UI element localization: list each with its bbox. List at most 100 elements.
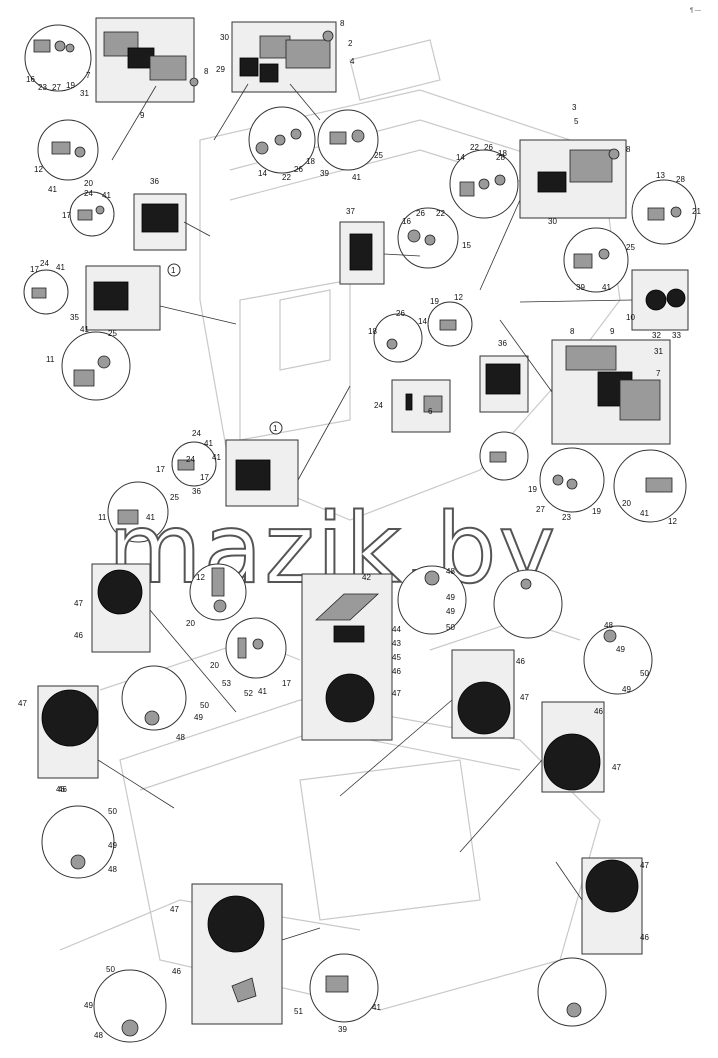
horn-box-10-32-33 <box>631 269 689 331</box>
bubble-14-22-26-18 <box>248 106 316 174</box>
part-number-label: 24 <box>374 401 383 410</box>
callout-ref-1-a: 1 <box>167 263 181 277</box>
headlamp-box-47-46-bottom-right <box>581 857 643 955</box>
part-number-label: 48 <box>94 1031 103 1040</box>
part-number-label: 26 <box>294 165 303 174</box>
part-number-label: 18 <box>306 157 315 166</box>
part-number-label: 47 <box>170 905 179 914</box>
part-number-label: 22 <box>436 209 445 218</box>
part-number-label: 12 <box>34 165 43 174</box>
lamp-box-35 <box>85 265 161 331</box>
part-number-label: 48 <box>176 733 185 742</box>
part-number-label: 50 <box>106 965 115 974</box>
part-number-label: 12 <box>454 293 463 302</box>
part-number-label: 22 <box>470 143 479 152</box>
part-number-label: 33 <box>672 331 681 340</box>
part-number-label: 11 <box>46 355 55 364</box>
part-number-label: 24 <box>84 189 93 198</box>
part-number-label: 41 <box>56 263 65 272</box>
part-number-label: 14 <box>258 169 267 178</box>
bubble-11-41-25 <box>61 331 131 401</box>
part-number-label: 11 <box>98 513 107 522</box>
part-number-label: 17 <box>282 679 291 688</box>
part-number-label: 8 <box>570 327 575 336</box>
part-number-label: 47 <box>74 599 83 608</box>
part-number-label: 16 <box>402 217 411 226</box>
part-number-label: 8 <box>626 145 631 154</box>
top-left-bolt-bubble <box>24 24 92 92</box>
part-number-label: 39 <box>338 1025 347 1034</box>
part-number-label: 32 <box>652 331 661 340</box>
bubble-16-26-22-15 <box>397 207 459 269</box>
part-number-label: 49 <box>616 645 625 654</box>
bubble-48-49-50-49-upper-right <box>493 569 563 639</box>
part-number-label: 30 <box>548 217 557 226</box>
part-number-label: 46 <box>594 707 603 716</box>
part-number-label: 41 <box>80 325 89 334</box>
part-number-label: 47 <box>640 861 649 870</box>
part-number-label: 41 <box>212 453 221 462</box>
nut-8-right <box>608 148 620 160</box>
bubble-14-22-26-18-right <box>449 149 519 219</box>
part-number-label: 39 <box>320 169 329 178</box>
part-number-label: 47 <box>520 693 529 702</box>
part-number-label: 10 <box>626 313 635 322</box>
headlamp-box-47-46-left <box>37 685 99 779</box>
part-number-label: 41 <box>372 1003 381 1012</box>
part-number-label: 49 <box>84 1001 93 1010</box>
part-number-label: 19 <box>66 81 75 90</box>
part-number-label: 30 <box>220 33 229 42</box>
bubble-19-27-23-19 <box>539 447 605 513</box>
bubble-39-41-25 <box>317 109 379 171</box>
part-number-label: 3 <box>572 103 577 112</box>
part-number-label: 41 <box>602 283 611 292</box>
part-number-label: 45 <box>392 653 401 662</box>
part-number-label: 7 <box>86 71 91 80</box>
bubble-17-24-41-mid <box>23 269 69 315</box>
part-number-label: 23 <box>562 513 571 522</box>
part-number-label: 43 <box>392 639 401 648</box>
part-number-label: 27 <box>52 83 61 92</box>
part-number-label: 47 <box>392 689 401 698</box>
part-number-label: 36 <box>150 177 159 186</box>
bubble-11-41-25-lower <box>107 481 169 543</box>
part-number-label: 12 <box>668 517 677 526</box>
part-number-label: 44 <box>392 625 401 634</box>
nut-8-top <box>322 30 334 42</box>
part-number-label: 8 <box>204 67 209 76</box>
part-number-label: 24 <box>186 455 195 464</box>
part-number-label: 6 <box>428 407 433 416</box>
part-number-label: 4 <box>350 57 355 66</box>
part-number-label: 47 <box>612 763 621 772</box>
part-number-label: 47 <box>18 699 27 708</box>
part-number-label: 31 <box>654 347 663 356</box>
lamp-box-37 <box>339 221 385 285</box>
part-number-label: 36 <box>498 339 507 348</box>
part-number-label: 17 <box>30 265 39 274</box>
part-number-label: 48 <box>108 865 117 874</box>
part-number-label: 29 <box>216 65 225 74</box>
part-number-label: 49 <box>622 685 631 694</box>
bubble-39-25-41 <box>563 227 629 293</box>
bubble-13-28-21 <box>631 179 697 245</box>
part-number-label: 13 <box>656 171 665 180</box>
headlamp-box-47-46-top <box>91 563 151 653</box>
part-number-label: 18 <box>498 149 507 158</box>
bubble-50-49-48-bottom-left <box>93 969 167 1043</box>
part-number-label: 39 <box>576 283 585 292</box>
part-number-label: 51 <box>294 1007 303 1016</box>
bubble-50-49-48-bottom-right <box>537 957 607 1027</box>
part-number-label: 41 <box>102 191 111 200</box>
svg-text:1: 1 <box>273 424 278 433</box>
part-number-label: 46 <box>392 667 401 676</box>
part-number-label: 46 <box>56 785 65 794</box>
part-number-label: 53 <box>222 679 231 688</box>
nut-8-left <box>189 77 199 87</box>
part-number-label: 20 <box>210 661 219 670</box>
part-number-label: 2 <box>348 39 353 48</box>
part-number-label: 18 <box>368 327 377 336</box>
part-number-label: 41 <box>640 509 649 518</box>
bubble-18-26-14 <box>373 313 423 363</box>
bubble-19-12 <box>427 301 473 347</box>
part-number-label: 19 <box>528 485 537 494</box>
